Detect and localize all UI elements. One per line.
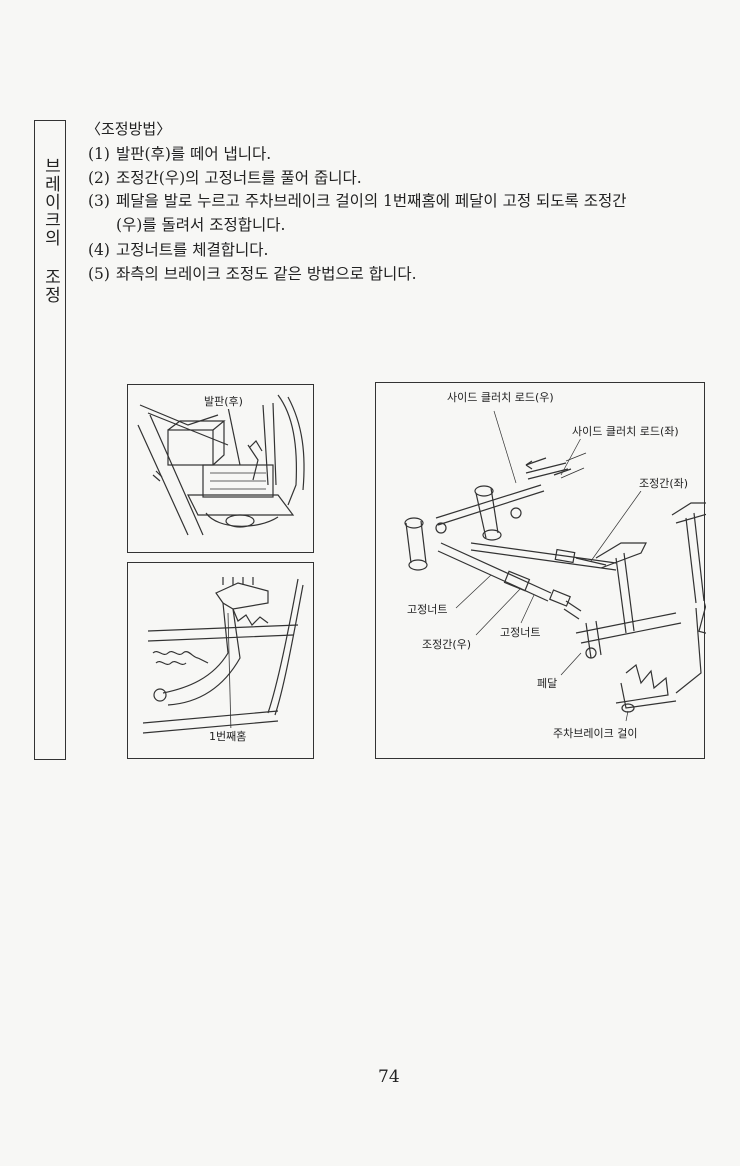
- step-3-text: 페달을 발로 누르고 주차브레이크 걸이의 1번째홈에 페달이 고정 되도록 조…: [116, 192, 627, 210]
- step-2-number: (2): [88, 169, 110, 187]
- step-1-number: (1): [88, 145, 110, 163]
- callout-adjust-rod-right: 조정간(우): [421, 636, 473, 652]
- callout-pedal: 페달: [536, 675, 559, 691]
- callout-first-notch: 1번째홈: [208, 728, 248, 744]
- figure-rear-footboard: 발판(후): [127, 384, 314, 553]
- callout-lock-nut-1: 고정너트: [406, 601, 449, 617]
- method-heading: 〈조정방법〉: [86, 120, 172, 138]
- page-number: 74: [378, 1067, 400, 1087]
- step-3-continuation-text: (우)를 돌려서 조정합니다.: [116, 216, 286, 234]
- step-1-text: 발판(후)를 떼어 냅니다.: [116, 145, 272, 163]
- step-2-text: 조정간(우)의 고정너트를 풀어 줍니다.: [116, 169, 362, 187]
- step-4-text: 고정너트를 체결합니다.: [116, 241, 269, 259]
- callout-lock-nut-2: 고정너트: [499, 624, 542, 640]
- callout-footboard-rear: 발판(후): [203, 393, 244, 409]
- figure-brake-notch: 1번째홈: [127, 562, 314, 759]
- callout-parking-brake-hook: 주차브레이크 걸이: [552, 725, 639, 741]
- footboard-drawing: [137, 394, 305, 536]
- figure-brake-linkage: 사이드 클러치 로드(우) 사이드 클러치 로드(좌) 조정간(좌) 고정너트 …: [375, 382, 706, 759]
- notch-drawing: [142, 577, 304, 734]
- step-3: (3) 페달을 발로 누르고 주차브레이크 걸이의 1번째홈에 페달이 고정 되도…: [88, 189, 627, 211]
- step-4: (4) 고정너트를 체결합니다.: [88, 238, 268, 260]
- step-5-number: (5): [88, 265, 110, 283]
- step-1: (1) 발판(후)를 떼어 냅니다.: [88, 142, 271, 164]
- step-2: (2) 조정간(우)의 고정너트를 풀어 줍니다.: [88, 166, 362, 188]
- section-side-tab: 브레이크의 조정: [34, 120, 66, 760]
- linkage-drawing: [404, 410, 706, 722]
- callout-side-clutch-rod-right: 사이드 클러치 로드(우): [446, 389, 555, 405]
- step-5: (5) 좌측의 브레이크 조정도 같은 방법으로 합니다.: [88, 262, 417, 284]
- step-3-continuation: (우)를 돌려서 조정합니다.: [116, 213, 285, 235]
- section-side-tab-title: 브레이크의 조정: [40, 157, 61, 304]
- callout-side-clutch-rod-left: 사이드 클러치 로드(좌): [571, 423, 680, 439]
- step-4-number: (4): [88, 241, 110, 259]
- step-3-number: (3): [88, 192, 110, 210]
- step-5-text: 좌측의 브레이크 조정도 같은 방법으로 합니다.: [116, 265, 417, 283]
- callout-adjust-rod-left: 조정간(좌): [638, 475, 690, 491]
